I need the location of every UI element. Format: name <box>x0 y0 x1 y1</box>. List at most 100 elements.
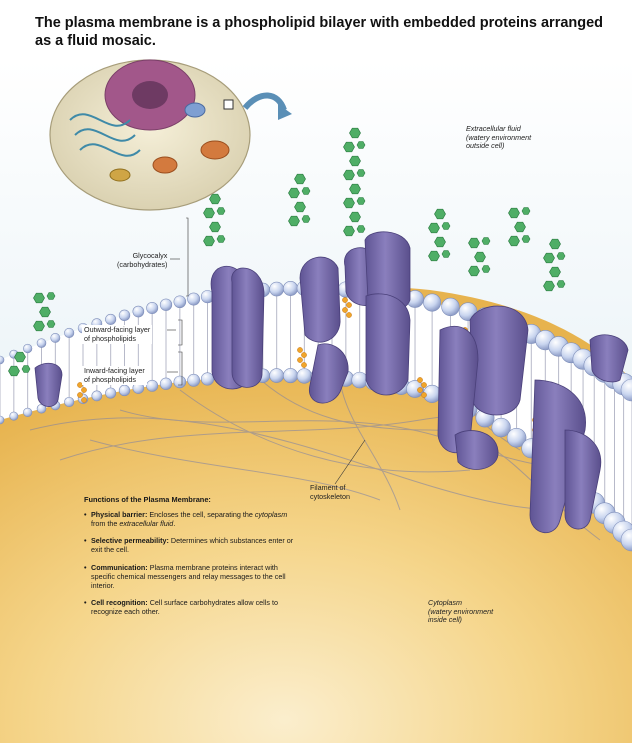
cell-illustration <box>49 59 292 211</box>
sugar-unit <box>508 207 520 219</box>
phospholipid-head <box>64 327 75 338</box>
sugar-unit <box>39 306 51 318</box>
label-line: Filament of <box>310 483 346 492</box>
sugar-branch <box>521 235 531 243</box>
phospholipid-head <box>118 309 131 322</box>
sugar-unit <box>428 222 440 234</box>
label-line: of phospholipids <box>84 333 136 343</box>
phospholipid-head <box>491 417 511 438</box>
phospholipid-head <box>9 411 19 421</box>
label-line: cytoskeleton <box>310 491 350 501</box>
zoom-box <box>223 99 234 110</box>
cholesterol-bead <box>301 362 307 368</box>
function-text-italic: extracellular fluid <box>119 518 174 528</box>
phospholipid-head <box>441 297 460 317</box>
sugar-branch <box>301 215 311 223</box>
label-extracellular-fluid: Extracellular fluid (watery environment … <box>466 124 531 151</box>
label-line: Outward-facing layer <box>84 325 151 334</box>
phospholipid-head <box>91 390 103 402</box>
sugar-unit <box>288 215 300 227</box>
sugar-unit <box>468 265 480 277</box>
protein-10 <box>454 430 499 470</box>
sugar-unit <box>468 237 480 249</box>
cell-mitochondrion <box>200 140 230 160</box>
figure-title: The plasma membrane is a phospholipid bi… <box>35 15 604 49</box>
sugar-unit <box>209 193 221 205</box>
phospholipid-head <box>620 528 632 552</box>
sugar-branch <box>481 237 491 245</box>
sugar-branch <box>556 280 566 288</box>
phospholipid-head <box>146 379 159 392</box>
sugar-unit <box>514 221 526 233</box>
phospholipid-head <box>296 368 312 384</box>
sugar-unit <box>434 208 446 220</box>
cholesterol-bead <box>342 307 348 313</box>
phospholipid-head <box>105 313 117 325</box>
sugar-branch <box>556 252 566 260</box>
function-text: . <box>173 518 176 528</box>
cholesterol-bead <box>342 297 348 303</box>
function-text: Cell surface carbohydrates allow cells t… <box>91 598 278 617</box>
phospholipid-head <box>200 372 215 386</box>
sugar-unit <box>474 251 486 263</box>
sugar-unit <box>549 266 561 278</box>
sugar-unit <box>343 141 355 153</box>
function-item: Selective permeability: Determines which… <box>84 536 294 555</box>
sugar-branch <box>46 320 56 328</box>
sugar-unit <box>349 211 361 223</box>
protein-13 <box>34 362 63 407</box>
phospholipid-head <box>351 371 368 389</box>
sugar-unit <box>294 173 306 185</box>
phospholipid-head <box>159 377 173 390</box>
sugar-branch <box>356 197 366 205</box>
sugar-unit <box>508 235 520 247</box>
function-term: Physical barrier: <box>91 509 148 519</box>
zoom-arrow <box>242 92 287 112</box>
cholesterol-bead <box>417 377 423 383</box>
label-line: inside cell) <box>428 615 462 625</box>
cholesterol-bead <box>421 392 427 398</box>
sugar-branch <box>521 207 531 215</box>
sugar-unit <box>543 280 555 292</box>
sugar-unit <box>203 235 215 247</box>
sugar-unit <box>33 292 45 304</box>
function-item: Cell recognition: Cell surface carbohydr… <box>84 598 294 617</box>
label-cytoplasm: Cytoplasm (watery environment inside cel… <box>428 598 493 625</box>
phospholipid-head <box>269 281 285 297</box>
functions-panel: Functions of the Plasma Membrane: Physic… <box>84 495 294 626</box>
sugar-unit <box>349 183 361 195</box>
phospholipid-head <box>132 305 145 318</box>
phospholipid-head <box>23 343 33 354</box>
phospholipid-head <box>620 378 632 402</box>
cholesterol-bead <box>81 387 87 393</box>
sugar-unit <box>14 351 26 363</box>
phospholipid-head <box>187 373 201 387</box>
sugar-unit <box>294 201 306 213</box>
phospholipid-head <box>423 293 442 312</box>
protein-3 <box>299 256 341 343</box>
cholesterol-bead <box>346 302 352 308</box>
sugar-unit <box>343 197 355 209</box>
phospholipid-head <box>283 280 299 296</box>
label-line: Cytoplasm <box>428 598 462 607</box>
sugar-unit <box>343 169 355 181</box>
sugar-unit <box>428 250 440 262</box>
sugar-unit <box>549 238 561 250</box>
sugar-branch <box>216 235 226 243</box>
sugar-unit <box>543 252 555 264</box>
cholesterol-bead <box>297 347 303 353</box>
phospholipid-head <box>146 302 159 314</box>
label-line: Glycocalyx <box>132 251 168 260</box>
label-glycocalyx: Glycocalyx (carbohydrates) <box>117 251 168 269</box>
phospholipid-head <box>64 396 75 408</box>
sugar-unit <box>33 320 45 332</box>
function-item: Communication: Plasma membrane proteins … <box>84 562 294 590</box>
function-text: Plasma membrane proteins interact with s… <box>91 562 286 590</box>
protein-12 <box>564 429 602 530</box>
phospholipid-head <box>118 384 131 397</box>
cell-er <box>69 113 141 157</box>
sugar-branch <box>21 365 31 373</box>
phospholipid-head <box>173 295 187 309</box>
functions-list: Physical barrier: Encloses the cell, sep… <box>84 509 294 617</box>
